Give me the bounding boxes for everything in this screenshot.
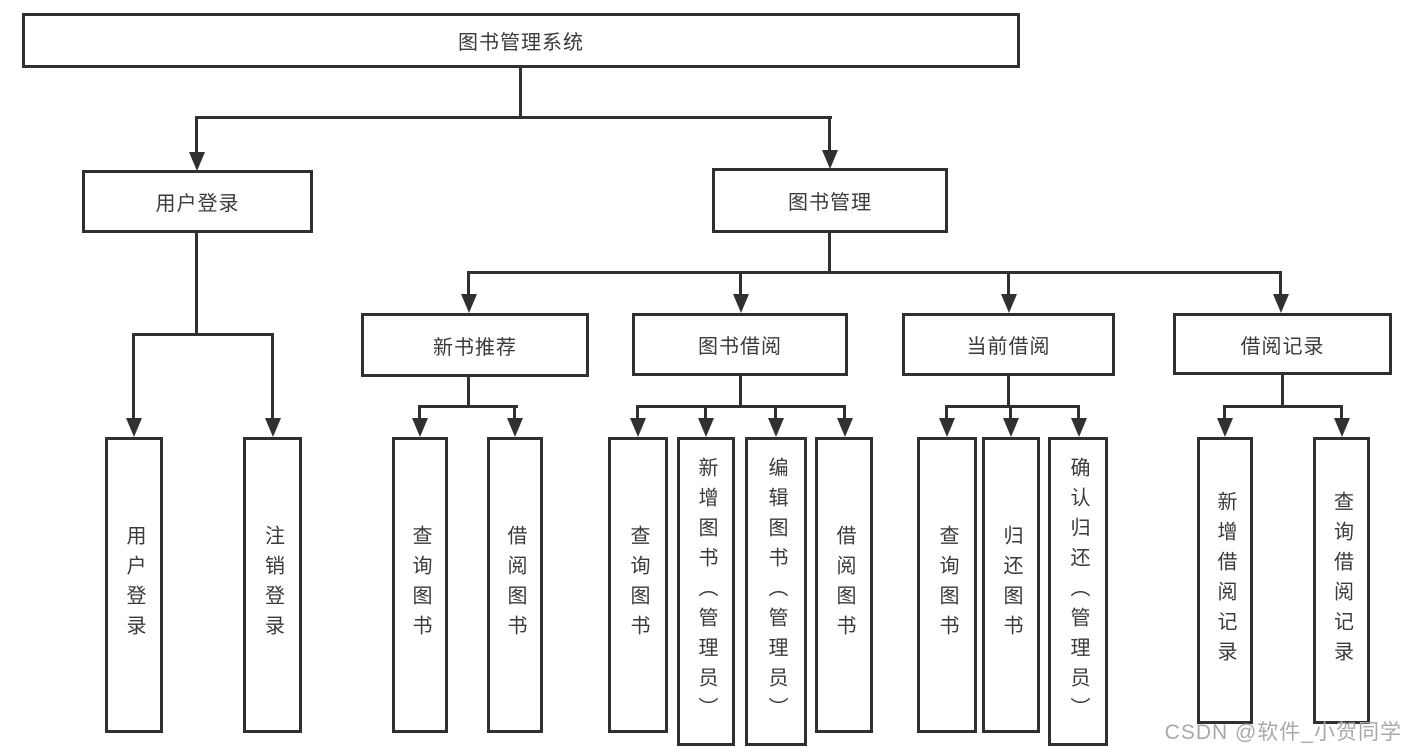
arrowhead — [698, 418, 714, 437]
arrowhead — [837, 418, 853, 437]
connector-line — [195, 116, 832, 119]
arrowhead — [507, 418, 523, 437]
arrowhead — [1334, 418, 1350, 437]
leaf-add-borrow-record: 新增借阅记录 — [1197, 437, 1253, 724]
arrowhead — [412, 418, 428, 437]
connector-line — [467, 377, 470, 408]
connector-line — [195, 116, 198, 153]
leaf-query-borrow-record: 查询借阅记录 — [1313, 437, 1370, 724]
node-label: 图书管理系统 — [458, 32, 584, 54]
leaf-label: 新增借阅记录 — [1214, 490, 1236, 671]
connector-line — [945, 405, 948, 420]
node-new-book-recommend: 新书推荐 — [361, 313, 589, 377]
connector-line — [132, 333, 274, 336]
leaf-query-book: 查询图书 — [917, 437, 977, 733]
leaf-label: 用户登录 — [123, 525, 145, 645]
connector-line — [1281, 375, 1284, 408]
arrowhead — [1217, 418, 1233, 437]
leaf-borrow-book: 借阅图书 — [815, 437, 873, 733]
node-label: 用户登录 — [155, 193, 240, 215]
connector-line — [195, 233, 198, 336]
node-label: 图书管理 — [788, 192, 872, 214]
connector-line — [1340, 405, 1343, 420]
connector-line — [467, 271, 470, 296]
node-current-borrow: 当前借阅 — [902, 313, 1115, 376]
arrowhead — [822, 150, 838, 169]
leaf-label: 查询图书 — [627, 525, 649, 645]
node-library-system: 图书管理系统 — [22, 13, 1020, 68]
connector-line — [418, 405, 518, 408]
connector-line — [1279, 271, 1282, 296]
leaf-query-book: 查询图书 — [608, 437, 668, 733]
arrowhead — [189, 152, 205, 171]
node-label: 新书推荐 — [433, 336, 517, 359]
connector-line — [1007, 271, 1010, 296]
arrowhead — [768, 418, 784, 437]
connector-line — [467, 271, 1282, 274]
leaf-label: 编辑图书（管理员） — [765, 456, 787, 727]
leaf-confirm-return-admin: 确认归还（管理员） — [1048, 437, 1108, 746]
arrowhead — [1273, 294, 1289, 313]
node-label: 当前借阅 — [966, 336, 1051, 358]
connector-line — [843, 405, 846, 420]
arrowhead — [1001, 294, 1017, 313]
leaf-edit-book-admin: 编辑图书（管理员） — [745, 437, 807, 746]
connector-line — [519, 68, 522, 118]
connector-line — [1009, 405, 1012, 420]
arrowhead — [1003, 418, 1019, 437]
connector-line — [636, 405, 639, 420]
node-borrow-record: 借阅记录 — [1173, 313, 1392, 375]
leaf-label: 查询图书 — [936, 525, 958, 645]
arrowhead — [461, 294, 477, 313]
connector-line — [945, 405, 1080, 408]
connector-line — [739, 376, 742, 408]
connector-line — [739, 271, 742, 296]
leaf-borrow-book: 借阅图书 — [487, 437, 543, 733]
leaf-return-book: 归还图书 — [982, 437, 1040, 733]
node-book-management: 图书管理 — [712, 168, 948, 233]
connector-line — [1223, 405, 1226, 420]
connector-line — [1077, 405, 1080, 420]
node-label: 图书借阅 — [698, 336, 782, 358]
leaf-label: 新增图书（管理员） — [695, 456, 717, 727]
arrowhead — [265, 418, 281, 437]
arrowhead — [630, 418, 646, 437]
node-label: 借阅记录 — [1240, 335, 1325, 358]
leaf-user-login: 用户登录 — [105, 437, 163, 733]
leaf-label: 借阅图书 — [833, 525, 855, 645]
leaf-label: 查询借阅记录 — [1330, 490, 1353, 671]
node-user-login: 用户登录 — [82, 170, 313, 233]
arrowhead — [126, 418, 142, 437]
connector-line — [774, 405, 777, 420]
connector-line — [704, 405, 707, 420]
connector-line — [636, 405, 846, 408]
csdn-watermark: CSDN @软件_小贺同学 — [1164, 721, 1402, 744]
arrowhead — [1071, 418, 1087, 437]
leaf-label: 确认归还（管理员） — [1067, 456, 1089, 727]
leaf-query-book: 查询图书 — [392, 437, 448, 733]
leaf-logout: 注销登录 — [243, 437, 302, 733]
connector-line — [1007, 376, 1010, 408]
connector-line — [1223, 405, 1343, 408]
arrowhead — [733, 294, 749, 313]
leaf-label: 查询图书 — [409, 525, 431, 645]
node-book-borrow: 图书借阅 — [632, 313, 848, 376]
connector-line — [828, 116, 831, 151]
connector-line — [418, 405, 421, 420]
connector-line — [513, 405, 516, 420]
leaf-label: 注销登录 — [261, 525, 284, 645]
connector-line — [828, 233, 831, 274]
leaf-add-book-admin: 新增图书（管理员） — [677, 437, 735, 746]
arrowhead — [939, 418, 955, 437]
leaf-label: 归还图书 — [1000, 525, 1022, 645]
connector-line — [132, 333, 135, 419]
connector-line — [271, 333, 274, 419]
leaf-label: 借阅图书 — [504, 525, 526, 645]
